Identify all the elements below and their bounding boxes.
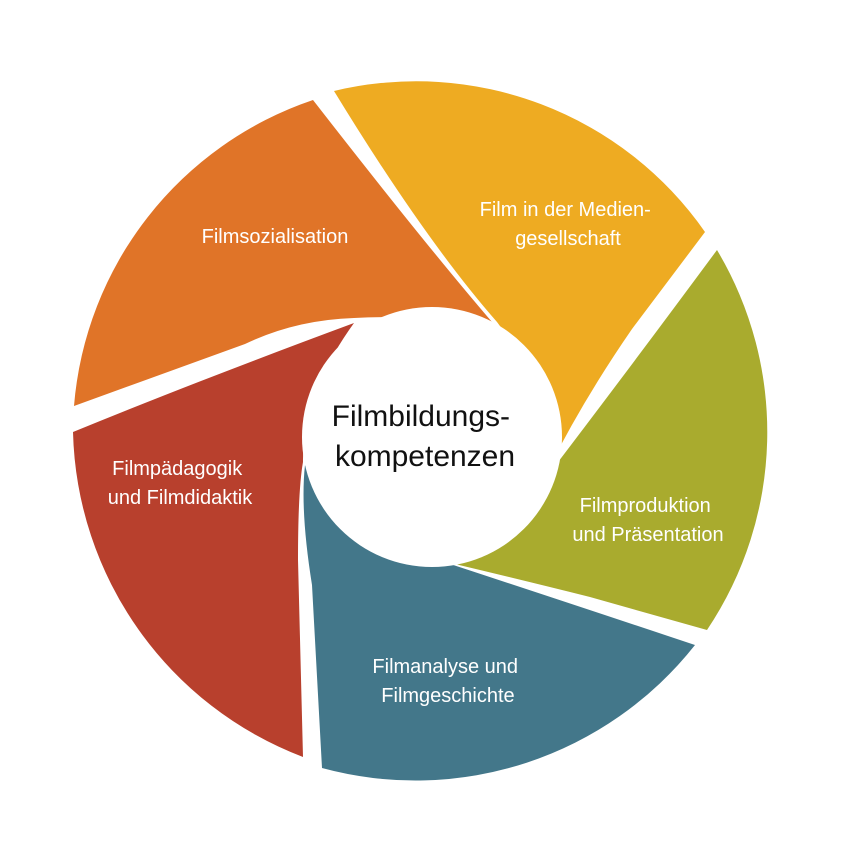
center-title: Filmbildungs- kompetenzen <box>332 400 519 473</box>
label-film-in-der-mediengesellschaft: Film in der Medien- gesellschaft <box>480 199 657 250</box>
label-filmanalyse-und-filmgeschichte-line-1: Filmanalyse und <box>372 656 518 678</box>
label-filmproduktion-und-praesentation-line-2: und Präsentation <box>572 524 723 546</box>
label-filmsozialisation: Filmsozialisation <box>202 226 349 248</box>
segment-filmanalyse-und-filmgeschichte <box>303 465 695 781</box>
center-circle <box>302 307 562 567</box>
label-filmproduktion-und-praesentation-line-1: Filmproduktion <box>580 495 711 517</box>
segment-filmpaedagogik-und-filmdidaktik <box>73 323 354 757</box>
center-title-line-2: kompetenzen <box>335 440 515 473</box>
label-filmanalyse-und-filmgeschichte-line-2: Filmgeschichte <box>381 685 514 707</box>
segment-filmsozialisation <box>74 100 492 406</box>
label-filmpaedagogik-und-filmdidaktik-line-2: und Filmdidaktik <box>108 487 254 509</box>
label-film-in-der-mediengesellschaft-line-1: Film in der Medien- <box>480 199 651 221</box>
label-filmpaedagogik-und-filmdidaktik: Filmpädagogik und Filmdidaktik <box>108 458 254 509</box>
label-filmsozialisation-line-1: Filmsozialisation <box>202 226 349 248</box>
label-film-in-der-mediengesellschaft-line-2: gesellschaft <box>515 228 621 250</box>
label-filmanalyse-und-filmgeschichte: Filmanalyse und Filmgeschichte <box>372 656 523 707</box>
label-filmproduktion-und-praesentation: Filmproduktion und Präsentation <box>572 495 723 546</box>
segment-filmproduktion-und-praesentation <box>438 250 768 630</box>
label-filmpaedagogik-und-filmdidaktik-line-1: Filmpädagogik <box>112 458 243 480</box>
center-title-line-1: Filmbildungs- <box>332 400 510 433</box>
segment-film-in-der-mediengesellschaft <box>334 81 705 470</box>
